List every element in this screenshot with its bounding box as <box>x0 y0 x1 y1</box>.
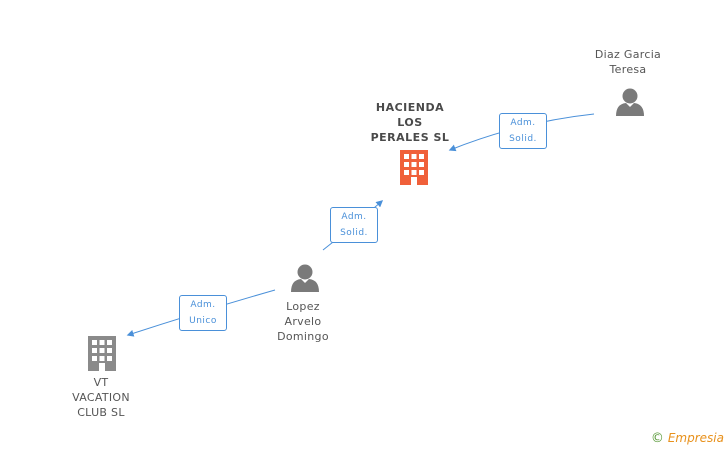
label-line: Arvelo <box>284 315 322 328</box>
person-label-diaz[interactable]: Diaz Garcia Teresa <box>580 47 676 77</box>
person-icon[interactable] <box>291 264 319 293</box>
role-line: Adm. <box>341 212 367 222</box>
label-line: Teresa <box>609 63 647 76</box>
label-line: PERALES SL <box>370 131 450 144</box>
role-badge-lopez-vt[interactable]: Adm. Unico <box>179 295 227 331</box>
brand-watermark: ©Empresia <box>651 431 724 446</box>
label-line: HACIENDA <box>375 101 445 114</box>
person-label-lopez[interactable]: Lopez Arvelo Domingo <box>262 299 344 344</box>
label-line: Domingo <box>277 330 329 343</box>
label-line: Lopez <box>286 300 320 313</box>
role-line: Adm. <box>510 118 536 128</box>
role-line: Adm. <box>190 300 216 310</box>
role-badge-lopez-hacienda[interactable]: Adm. Solid. <box>330 207 378 243</box>
label-line: Diaz Garcia <box>594 48 662 61</box>
building-icon[interactable] <box>88 336 116 371</box>
company-label-hacienda[interactable]: HACIENDA LOS PERALES SL <box>360 100 460 145</box>
role-badge-diaz-hacienda[interactable]: Adm. Solid. <box>499 113 547 149</box>
building-icon[interactable] <box>400 150 428 185</box>
label-line: CLUB SL <box>77 406 125 419</box>
label-line: VT <box>93 376 109 389</box>
brand-name: Empresia <box>667 431 724 445</box>
person-icon[interactable] <box>616 88 644 117</box>
role-line: Solid. <box>340 228 368 238</box>
copyright-symbol: © <box>650 431 664 446</box>
role-line: Solid. <box>509 134 537 144</box>
label-line: VACATION <box>72 391 130 404</box>
label-line: LOS <box>397 116 423 129</box>
role-line: Unico <box>189 316 217 326</box>
company-label-vt[interactable]: VT VACATION CLUB SL <box>55 375 147 420</box>
